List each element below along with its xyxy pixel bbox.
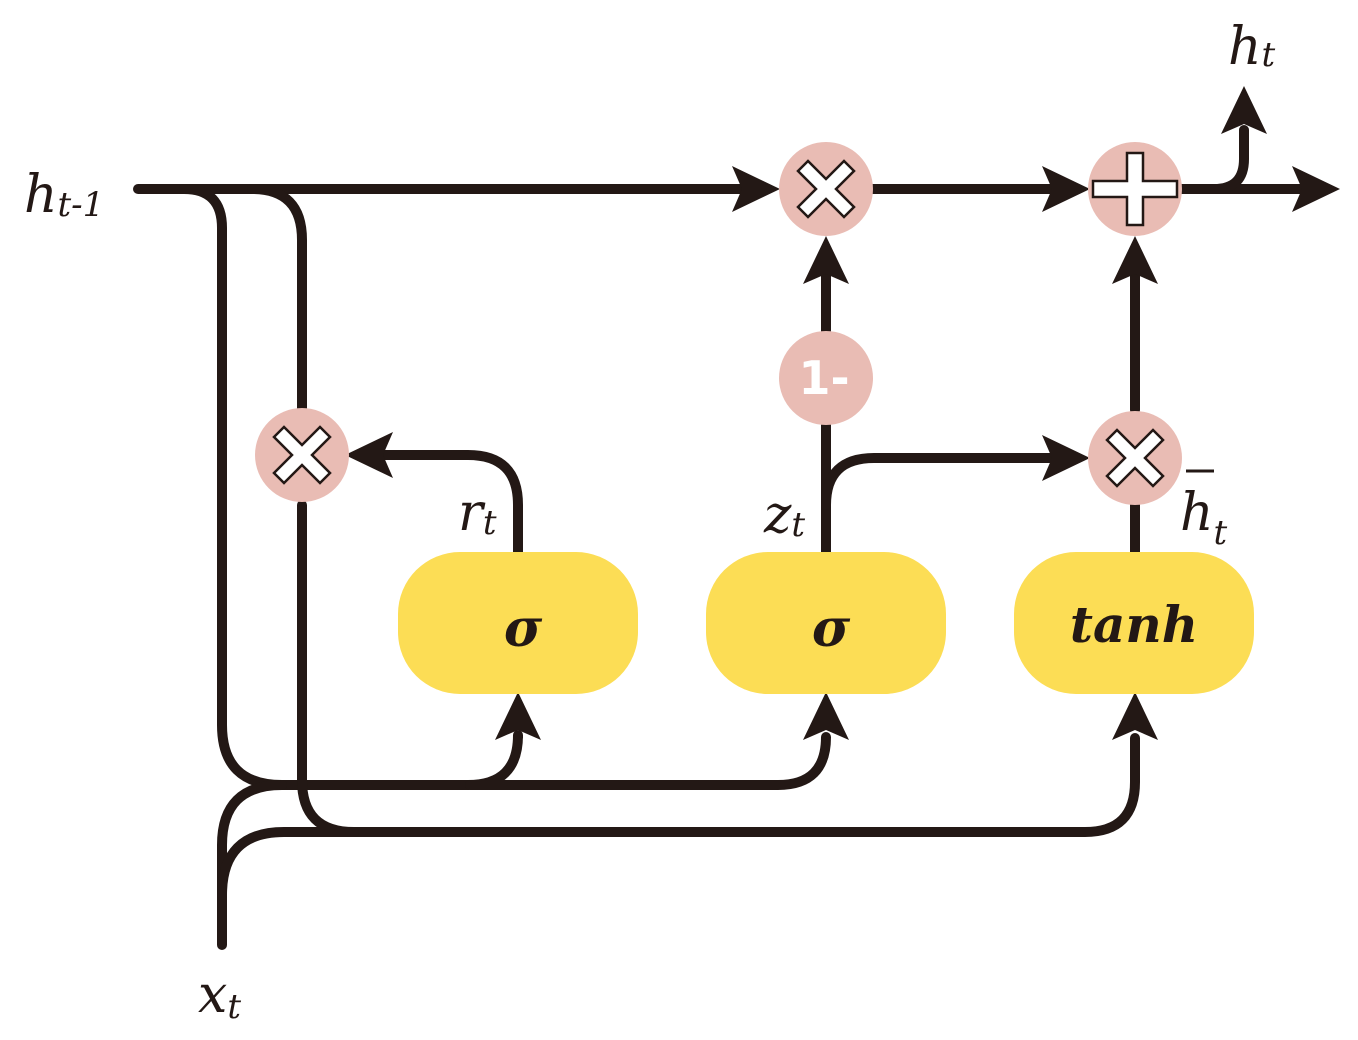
plus-symbol xyxy=(1091,151,1179,227)
output-up-line xyxy=(1175,125,1249,194)
one-minus-circle xyxy=(779,331,873,425)
h-out-base: h xyxy=(1228,17,1262,77)
candidate-gate: tanh xyxy=(1014,552,1254,694)
h-prev-branch-1 xyxy=(179,184,523,790)
arrow-to-plus xyxy=(1042,166,1090,212)
one-minus-label: 1- xyxy=(798,351,849,405)
h-out-sub: t xyxy=(1262,35,1276,75)
x-label: xt xyxy=(198,965,241,1027)
z-base: z xyxy=(763,485,792,545)
r-base: r xyxy=(458,483,486,543)
h-prev-label: ht-1 xyxy=(24,165,104,225)
update-gate: σ xyxy=(706,552,946,694)
arrowheads xyxy=(345,86,1340,740)
r-label: rt xyxy=(458,483,497,543)
h-prev-branch-2 xyxy=(247,184,307,415)
x-input-line-2 xyxy=(217,827,359,900)
arrow-one-minus-up xyxy=(803,236,849,284)
arrow-into-update-gate xyxy=(803,692,849,740)
h-bar-base: h xyxy=(1180,483,1214,543)
reset-gate: σ xyxy=(398,552,638,694)
arrow-into-reset-gate xyxy=(495,692,541,740)
multiply-icon xyxy=(1088,411,1182,505)
h-bar-sub: t xyxy=(1214,513,1228,553)
rt-line xyxy=(375,450,523,557)
z-sub: t xyxy=(791,505,805,545)
rail-to-update xyxy=(465,732,831,790)
wires xyxy=(133,125,1305,950)
h-out-label: ht xyxy=(1228,17,1276,77)
arrow-out-up xyxy=(1221,86,1267,134)
h-prev-base: h xyxy=(24,165,58,225)
arrow-out-right xyxy=(1292,166,1340,212)
update-gate-box xyxy=(706,552,946,694)
x-input-line xyxy=(217,780,287,950)
candidate-gate-box xyxy=(1014,552,1254,694)
candidate-multiply-cross xyxy=(1105,428,1165,488)
top-multiply-cross xyxy=(796,159,856,219)
h-bar-text: ht xyxy=(1180,483,1228,553)
update-gate-label: σ xyxy=(812,598,851,659)
multiply-icon xyxy=(255,408,349,502)
h-prev-sub: t-1 xyxy=(58,185,105,225)
reset-multiply-cross xyxy=(272,425,332,485)
arrow-mult-to-plus-up xyxy=(1112,236,1158,284)
candidate-gate-label: tanh xyxy=(1070,595,1198,654)
zt-to-mult xyxy=(821,453,1057,510)
arrow-to-top-mult xyxy=(732,166,780,212)
x-sub: t xyxy=(227,987,241,1027)
h-bar-label: ht xyxy=(1180,469,1228,553)
reset-gate-label: σ xyxy=(504,598,543,659)
multiply-icon xyxy=(779,142,873,236)
z-label: zt xyxy=(763,485,805,545)
one-minus-operator: 1- xyxy=(779,331,873,425)
plus-icon xyxy=(1088,142,1182,236)
reset-gate-box xyxy=(398,552,638,694)
r-sub: t xyxy=(483,503,497,543)
arrow-to-right-mult xyxy=(1042,435,1090,481)
x-base: x xyxy=(198,965,227,1025)
arrow-into-tanh-gate xyxy=(1112,692,1158,740)
reset-mult-down xyxy=(297,500,1140,837)
arrow-to-reset-mult xyxy=(345,432,393,478)
